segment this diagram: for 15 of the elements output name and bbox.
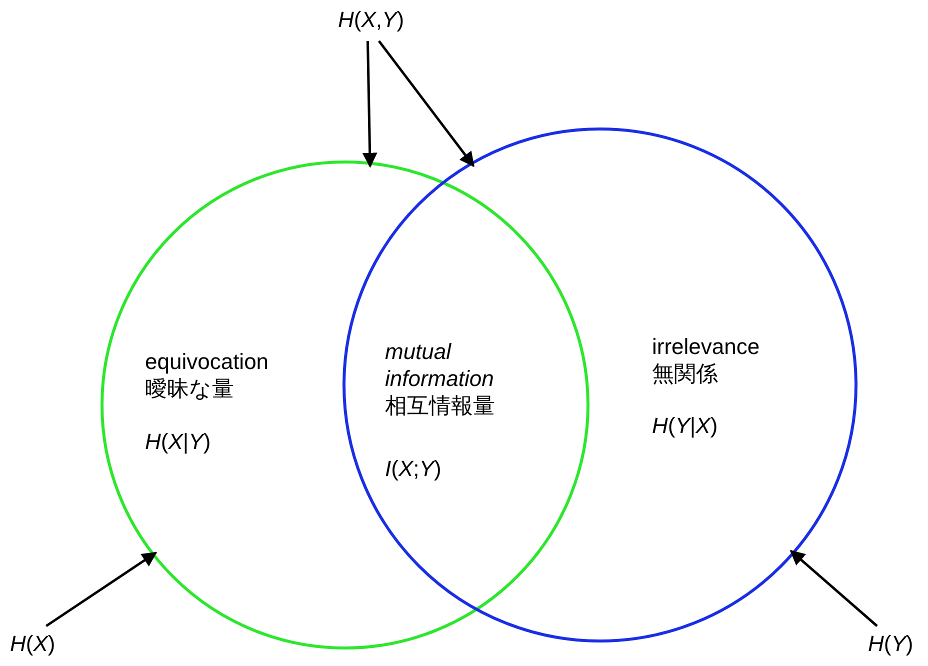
formula-label: I(X;Y) xyxy=(385,455,442,482)
formula-label: H(Y|X) xyxy=(652,412,719,439)
formula-label: H(X|Y) xyxy=(145,428,212,455)
region-label: irrelevance 無関係 xyxy=(652,333,761,387)
venn-circle xyxy=(100,160,590,650)
region-label: mutual information 相互情報量 xyxy=(385,338,496,419)
arrow xyxy=(790,550,878,627)
arrow xyxy=(362,40,378,168)
formula-label: H(X,Y) xyxy=(338,6,404,33)
region-label: equivocation 曖昧な量 xyxy=(145,348,270,402)
arrow xyxy=(46,552,158,628)
formula-label: H(Y) xyxy=(868,630,914,657)
venn-circle xyxy=(342,127,858,643)
arrow xyxy=(378,40,474,168)
formula-label: H(X) xyxy=(10,630,56,657)
